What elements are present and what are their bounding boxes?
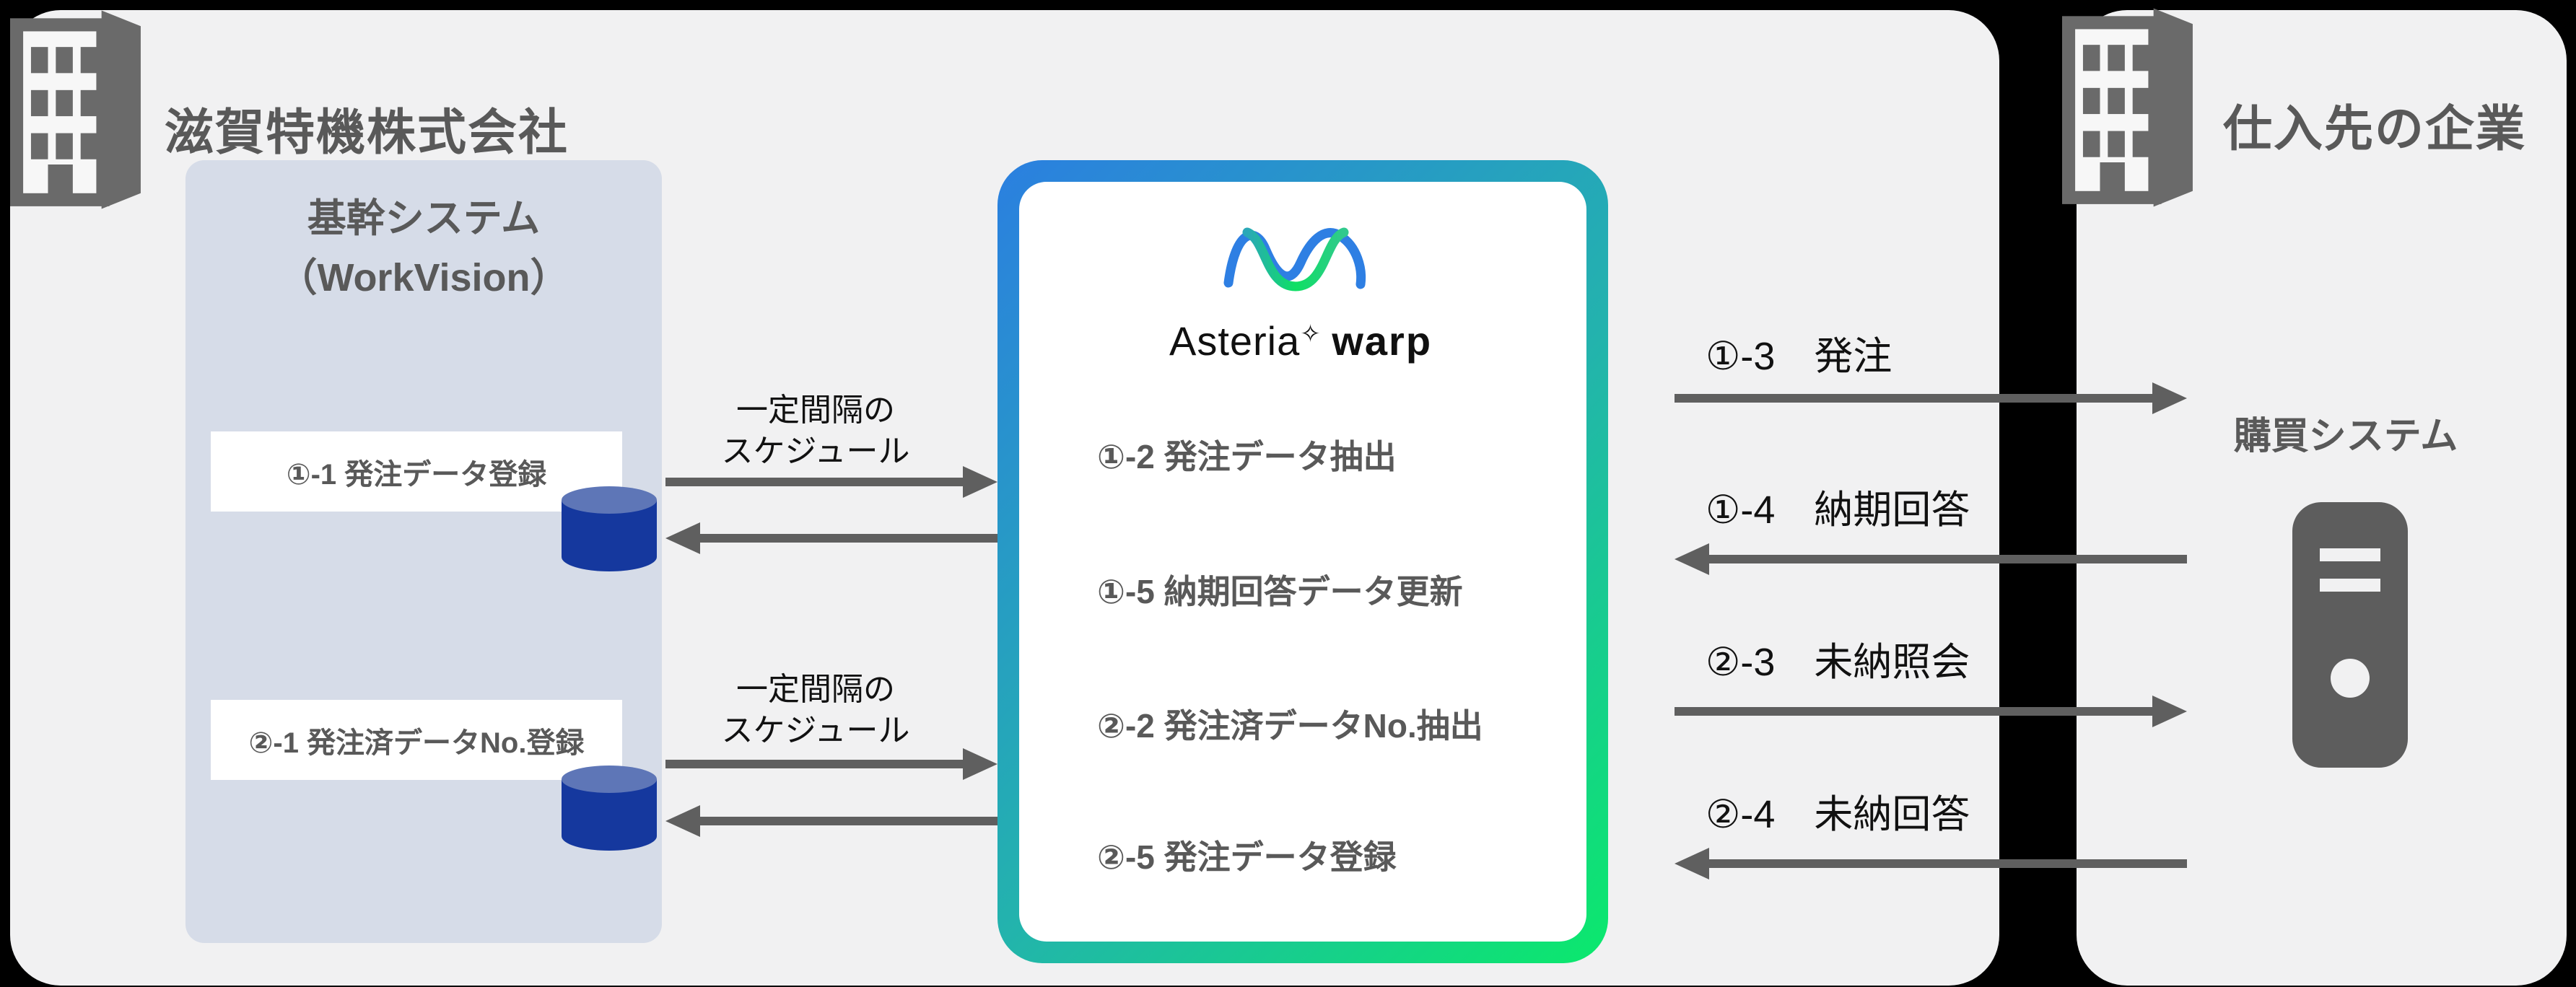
asteria-warp-logo-text: Asteria✧ warp [1142, 317, 1459, 364]
arrow-right-icon [665, 466, 997, 498]
database-cylinder-icon [562, 486, 657, 571]
core-system-title: 基幹システム （WorkVision） [185, 189, 662, 307]
warp-item-2: ①-5 納期回答データ更新 [1097, 573, 1463, 610]
schedule-label-1-line1: 一定間隔の [736, 392, 895, 428]
flow-label-unpaid-reply: ②-4 未納回答 [1706, 793, 1970, 836]
building-icon [2062, 8, 2193, 207]
arrow-left-icon [1675, 848, 2187, 879]
arrow-shaft [1703, 859, 2187, 868]
warp-item-1: ①-2 発注データ抽出 [1097, 438, 1397, 475]
arrow-shaft [694, 817, 997, 825]
arrow-left-icon [665, 522, 997, 554]
asteria-warp-box [997, 160, 1608, 963]
core-step-2-box: ②-1 発注済データNo.登録 [211, 700, 622, 780]
schedule-label-1-line2: スケジュール [721, 434, 910, 469]
schedule-label-2-line2: スケジュール [721, 713, 910, 748]
schedule-label-1: 一定間隔の スケジュール [635, 390, 996, 472]
sparkle-icon: ✧ [1300, 320, 1321, 348]
arrow-left-icon [665, 805, 997, 837]
arrow-head [2152, 382, 2187, 414]
arrow-head [665, 522, 700, 554]
asteria-wave-logo-icon [1223, 227, 1366, 291]
arrow-shaft [665, 760, 969, 768]
arrow-shaft [1703, 555, 2187, 563]
warp-item-4: ②-5 発注データ登録 [1097, 838, 1397, 876]
schedule-label-2-line1: 一定間隔の [736, 672, 895, 707]
brand-asteria: Asteria [1169, 318, 1301, 364]
purchasing-system-label: 購買システム [2233, 416, 2458, 457]
warp-item-3: ②-2 発注済データNo.抽出 [1097, 707, 1483, 745]
flow-label-order: ①-3 発注 [1706, 335, 1892, 378]
flow-label-delivery-reply: ①-4 納期回答 [1706, 488, 1970, 532]
brand-warp: warp [1332, 318, 1433, 364]
arrow-head [963, 748, 997, 780]
arrow-right-icon [665, 748, 997, 780]
arrow-left-icon [1675, 543, 2187, 575]
core-system-title-line2: （WorkVision） [278, 256, 569, 299]
arrow-head [963, 466, 997, 498]
arrow-head [2152, 696, 2187, 727]
server-tower-icon [2292, 502, 2408, 768]
arrow-head [665, 805, 700, 837]
building-icon [10, 10, 141, 209]
flow-label-unpaid-inquiry: ②-3 未納照会 [1706, 641, 1970, 684]
arrow-shaft [1675, 394, 2158, 403]
arrow-shaft [665, 478, 969, 486]
schedule-label-2: 一定間隔の スケジュール [635, 669, 996, 751]
arrow-head [1675, 543, 1709, 575]
arrow-shaft [694, 534, 997, 543]
arrow-right-icon [1675, 382, 2187, 414]
arrow-shaft [1675, 707, 2158, 716]
core-step-1-box: ①-1 発注データ登録 [211, 431, 622, 512]
core-step-2-label: ②-1 発注済データNo.登録 [248, 727, 585, 759]
core-step-1-label: ①-1 発注データ登録 [286, 458, 547, 491]
left-company-name: 滋賀特機株式会社 [165, 105, 569, 160]
supplier-company-name: 仕入先の企業 [2223, 102, 2527, 157]
arrow-right-icon [1675, 696, 2187, 727]
arrow-head [1675, 848, 1709, 879]
database-cylinder-icon [562, 766, 657, 851]
core-system-title-line1: 基幹システム [307, 197, 541, 240]
asteria-warp-box-inner [1019, 182, 1586, 942]
